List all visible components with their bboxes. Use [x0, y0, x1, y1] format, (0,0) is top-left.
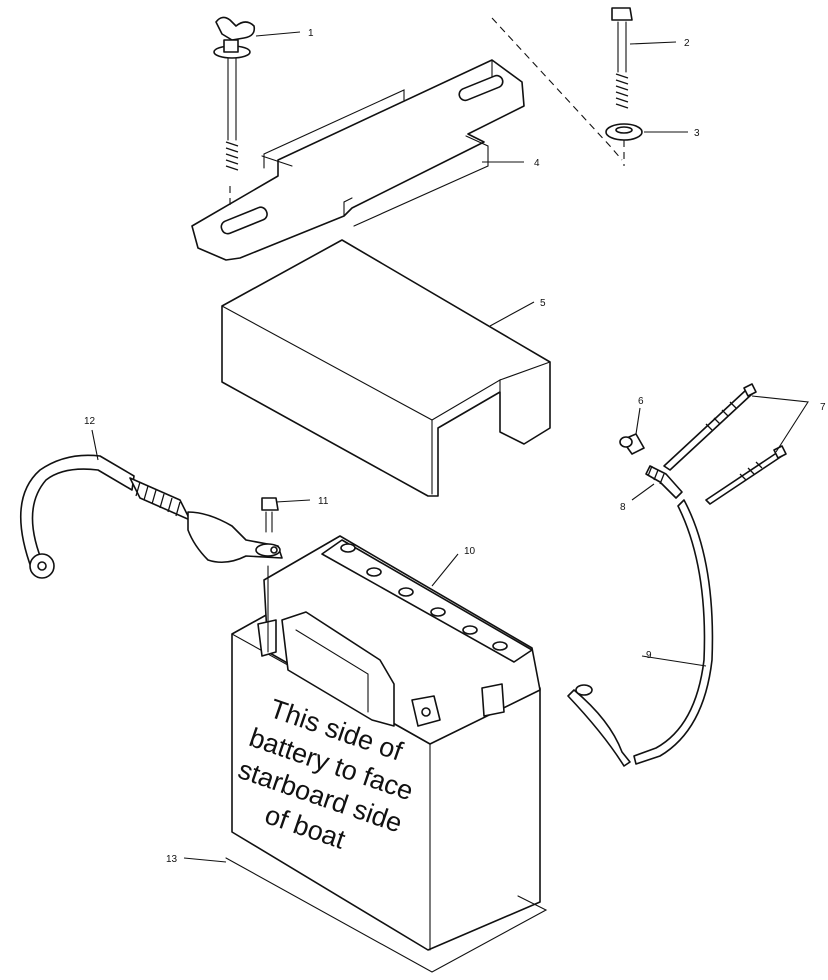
washer	[605, 123, 643, 141]
wing-bolt	[213, 16, 256, 171]
callout-12: 12	[84, 416, 96, 427]
callout-13: 13	[166, 854, 178, 865]
callout-4: 4	[534, 158, 540, 169]
callout-1: 1	[308, 28, 314, 39]
callout-9: 9	[646, 650, 652, 661]
battery-top	[257, 535, 541, 745]
callout-8: 8	[620, 502, 626, 513]
bolt	[611, 7, 633, 109]
callout-7: 7	[820, 402, 826, 413]
callout-2: 2	[684, 38, 690, 49]
callout-5: 5	[540, 298, 546, 309]
vent-fitting	[645, 465, 683, 499]
negative-battery-cable	[19, 454, 283, 579]
terminal-screw	[261, 497, 279, 533]
vent-elbow	[619, 433, 645, 455]
callout-3: 3	[694, 128, 700, 139]
cable-ties	[663, 383, 787, 505]
vent-hose	[567, 499, 714, 767]
hold-down-bracket	[191, 59, 525, 261]
callout-10: 10	[464, 546, 476, 557]
battery-cover	[221, 239, 551, 497]
callout-11: 11	[318, 496, 329, 507]
callout-6: 6	[638, 396, 644, 407]
